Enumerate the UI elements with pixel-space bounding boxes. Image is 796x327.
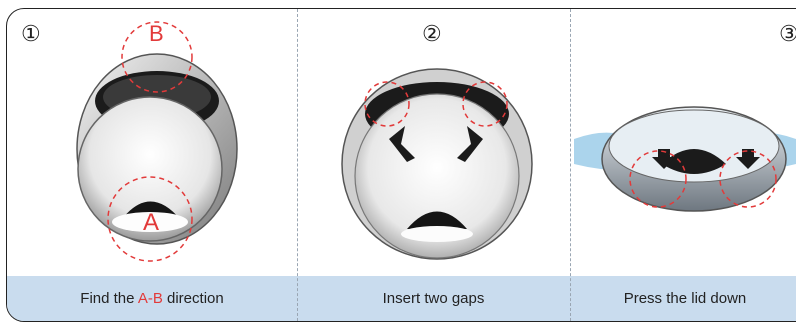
step-3-caption: Press the lid down bbox=[570, 276, 796, 321]
label-a: A bbox=[143, 209, 159, 237]
step-3-illustration bbox=[574, 94, 796, 254]
step-divider-2 bbox=[570, 9, 571, 321]
step-divider-1 bbox=[297, 9, 298, 321]
step-2-caption: Insert two gaps bbox=[297, 276, 570, 321]
step-1-number: ① bbox=[21, 21, 41, 47]
label-b: B bbox=[149, 21, 164, 47]
step-1-caption: Find the A-B direction bbox=[7, 276, 297, 321]
step-3-number: ③ bbox=[779, 21, 796, 47]
panel-border: ① B A Find the A-B direction ② bbox=[6, 8, 796, 322]
step-1-illustration bbox=[62, 9, 262, 274]
step-2-illustration bbox=[337, 44, 537, 274]
